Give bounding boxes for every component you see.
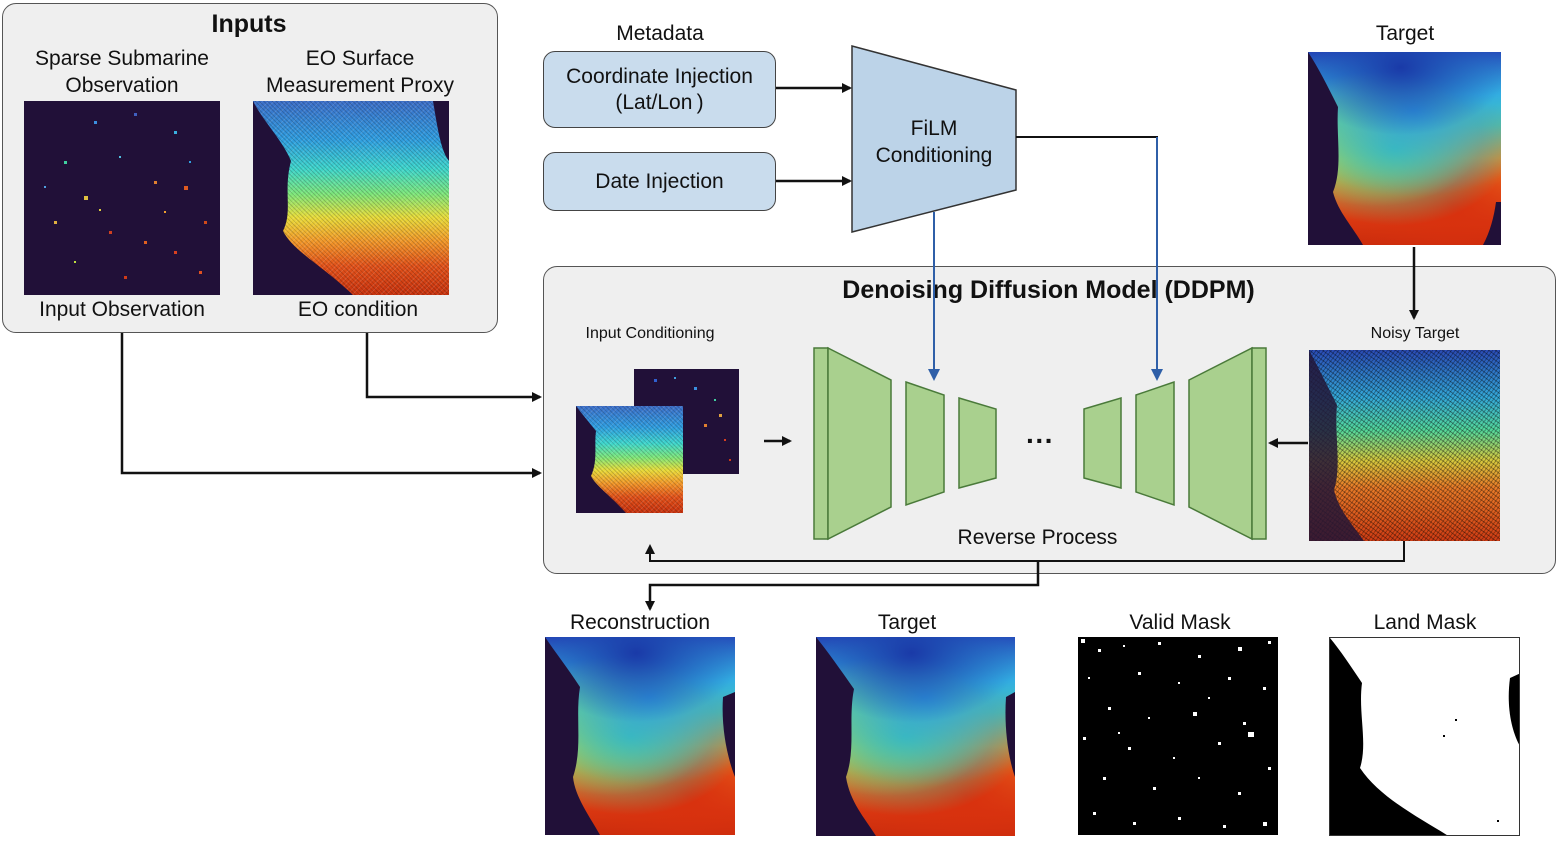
eo-proxy-image	[253, 101, 449, 295]
conditioning-eo-land	[576, 406, 626, 513]
metadata-title: Metadata	[616, 22, 704, 45]
land-mask-shape	[1330, 638, 1519, 835]
reconstruction-image	[545, 637, 735, 835]
land-mask-title: Land Mask	[1373, 611, 1477, 634]
film-label: FiLM Conditioning	[875, 117, 993, 167]
target-top-image	[1308, 52, 1501, 245]
reconstruction-land	[545, 637, 735, 835]
sparse-dots	[44, 113, 207, 279]
sparse-to-ddpm-arrow	[120, 333, 542, 478]
valid-mask-image	[1078, 637, 1278, 835]
target-bottom-title: Target	[877, 611, 937, 634]
input-conditioning-eo-image	[576, 406, 683, 513]
sparse-observation-image	[24, 101, 220, 295]
noisy-target-image	[1309, 350, 1500, 541]
noisy-feedback-line	[645, 541, 1405, 562]
land-mask-image	[1329, 637, 1520, 836]
target-bottom-land	[816, 637, 1015, 836]
ellipsis: ···	[1026, 425, 1054, 456]
coordinate-injection-label: Coordinate Injection (Lat/Lon )	[566, 64, 753, 114]
unet-encoder	[813, 346, 997, 541]
eo-proxy-title: EO Surface Measurement Proxy	[266, 47, 454, 97]
noisy-target-label: Noisy Target	[1370, 325, 1460, 342]
valid-mask-title: Valid Mask	[1129, 611, 1231, 634]
noisy-land	[1309, 350, 1364, 541]
eo-to-ddpm-arrow	[365, 333, 542, 402]
conditioning-sparse-dots	[654, 377, 731, 461]
target-bottom-image	[816, 637, 1015, 836]
unet-decoder	[1083, 346, 1267, 541]
reconstruction-title: Reconstruction	[569, 611, 711, 634]
eo-condition-caption: EO condition	[297, 298, 419, 321]
sparse-observation-title: Sparse Submarine Observation	[35, 47, 209, 97]
target-top-land	[1308, 52, 1501, 245]
date-injection-label: Date Injection	[595, 169, 724, 193]
valid-mask-dots	[1081, 639, 1271, 828]
target-top-title: Target	[1375, 22, 1435, 45]
coordinate-injection-box: Coordinate Injection (Lat/Lon )	[543, 51, 776, 128]
film-block	[851, 45, 1017, 233]
input-conditioning-label: Input Conditioning	[585, 325, 715, 342]
eo-land-shape	[253, 101, 449, 295]
ddpm-title: Denoising Diffusion Model (DDPM)	[842, 276, 1255, 304]
film-output-line	[1016, 136, 1158, 270]
reverse-process-label: Reverse Process	[957, 526, 1118, 549]
input-observation-caption: Input Observation	[39, 298, 205, 321]
date-injection-box: Date Injection	[543, 152, 776, 211]
inputs-title: Inputs	[211, 10, 287, 38]
output-to-reconstruction-arrow	[645, 561, 1040, 611]
